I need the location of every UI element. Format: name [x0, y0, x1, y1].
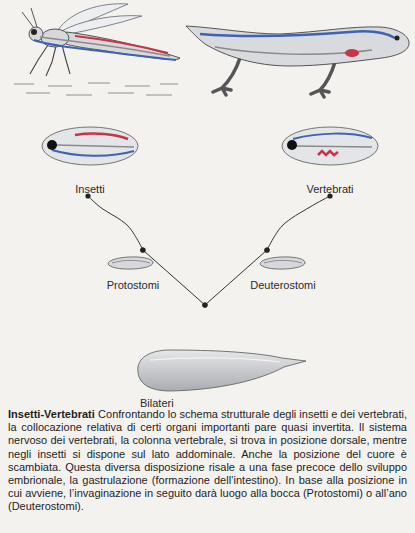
taxon-label: Vertebrati — [306, 183, 353, 196]
insect-figure-part — [60, 16, 142, 35]
branch-node-dot — [140, 247, 145, 252]
insect-figure-part — [34, 40, 176, 60]
branch-node-dot — [264, 247, 269, 252]
phylogeny-branch — [205, 250, 267, 305]
insect-figure-part — [66, 32, 180, 60]
taxon-label: Insetti — [75, 183, 104, 196]
vertebrate-scheme-part — [296, 146, 372, 147]
insect-figure-part — [30, 45, 70, 76]
salamander-figure-part — [345, 49, 359, 57]
branch-node-dot — [202, 302, 207, 307]
insect-scheme-part — [42, 127, 138, 165]
water-lines-part — [26, 93, 50, 94]
branch-node-dot — [140, 247, 145, 252]
taxon-node: Bilateri — [120, 305, 300, 410]
caption-block: Insetti-VertebratiConfrontando lo schema… — [8, 408, 407, 514]
insect-figure-part — [31, 29, 37, 35]
water-lines-part — [88, 83, 110, 84]
taxon-node: Insetti — [40, 120, 140, 196]
bilateral-body-part — [150, 358, 280, 362]
water-lines-part — [66, 95, 92, 96]
vertebrate-scheme — [282, 127, 378, 165]
salamander-figure — [186, 26, 409, 97]
insect-scheme-part — [75, 134, 128, 139]
water-lines-part — [48, 86, 72, 87]
deuterostome-embryo-part — [260, 257, 305, 269]
branch-node-dot — [264, 247, 269, 252]
water-lines-part — [146, 95, 172, 96]
water-lines — [14, 83, 178, 95]
taxon-node: Vertebrati — [280, 120, 380, 196]
insect-scheme — [42, 127, 138, 165]
protostome-embryo-part — [108, 257, 153, 269]
water-lines-part — [108, 93, 134, 94]
water-lines-part — [125, 86, 150, 87]
salamander-figure-part — [395, 36, 400, 41]
water-lines-part — [160, 84, 178, 85]
protostome-embryo-part — [112, 260, 150, 263]
phylogeny-branch — [267, 196, 330, 250]
vertebrate-scheme-part — [293, 134, 372, 139]
taxon-node: Deuterostomi — [240, 250, 326, 292]
protostome-embryo — [108, 257, 153, 269]
bilateral-body-part — [138, 350, 306, 391]
caption-title: Insetti-Vertebrati — [8, 408, 95, 420]
vertebrate-scheme-part — [318, 151, 338, 155]
taxon-label: Deuterostomi — [250, 279, 315, 292]
salamander-figure-part — [186, 26, 409, 66]
branch-node-dot — [202, 302, 207, 307]
insect-scheme-part — [52, 150, 134, 156]
vertebrate-scheme-part — [282, 127, 378, 165]
taxon-node: Protostomi — [95, 250, 171, 292]
phylogeny-branch — [88, 196, 143, 250]
phylogeny-branch — [143, 250, 205, 305]
insect-figure — [22, 4, 180, 76]
deuterostome-embryo — [260, 257, 305, 269]
vertebrate-scheme-part — [287, 140, 297, 150]
deuterostome-embryo-part — [264, 260, 302, 263]
water-lines-part — [14, 84, 34, 85]
insect-figure-part — [29, 27, 43, 41]
salamander-figure-part — [200, 31, 395, 38]
bilateral-body — [138, 350, 306, 391]
insect-scheme-part — [56, 145, 134, 147]
caption-text: Confrontando lo schema strutturale degli… — [8, 408, 407, 512]
insect-scheme-part — [47, 140, 57, 150]
insect-figure-part — [22, 8, 37, 28]
taxon-label: Protostomi — [107, 279, 160, 292]
